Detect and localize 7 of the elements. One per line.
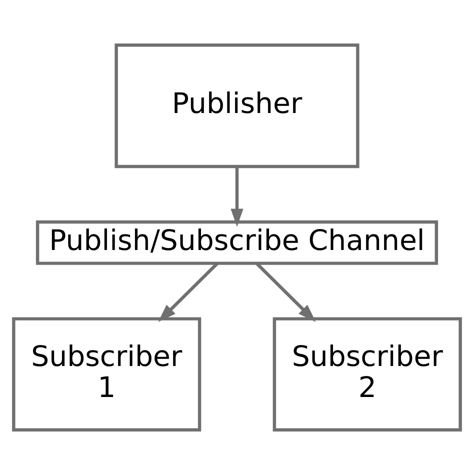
node-box: Publish/Subscribe Channel <box>36 220 438 264</box>
arrow <box>158 262 218 322</box>
node-box: Subscriber 1 <box>12 316 202 431</box>
node-box: Publisher <box>114 43 360 168</box>
arrow <box>256 262 316 322</box>
node-box: Subscriber 2 <box>272 316 462 431</box>
arrow <box>230 166 244 226</box>
